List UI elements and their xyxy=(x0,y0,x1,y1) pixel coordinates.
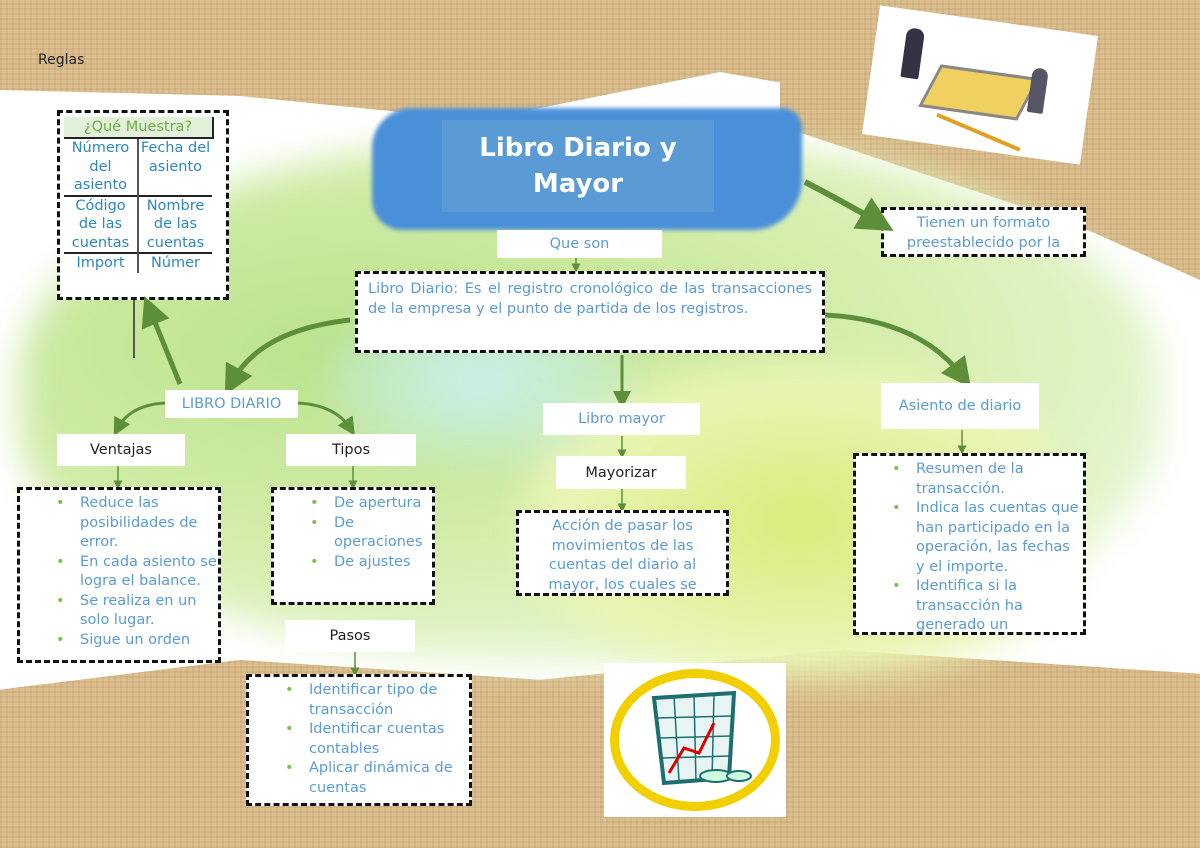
list-item: Identificar cuentas contables xyxy=(249,720,469,759)
pasos-label: Pasos xyxy=(285,620,415,652)
ledger-book-icon xyxy=(918,64,1040,121)
list-item: Resumen de la transacción. xyxy=(856,460,1083,499)
formato-text: Tienen un formato preestablecido por la xyxy=(906,215,1061,251)
arrow-to-tipos xyxy=(297,401,355,436)
asiento-box: Resumen de la transacción.Indica las cue… xyxy=(853,453,1086,635)
tipos-label: Tipos xyxy=(286,434,416,466)
mayorizar-text: Acción de pasar los movimientos de las c… xyxy=(548,518,697,593)
list-item: Aplicar dinámica de cuentas xyxy=(249,759,469,798)
list-item: En cada asiento se logra el balance. xyxy=(20,553,218,592)
table-cell: Númer xyxy=(150,255,201,271)
que-son-label: Que son xyxy=(497,230,662,258)
ventajas-box: Reduce las posibilidades de error.En cad… xyxy=(17,487,221,663)
asiento-label: Asiento de diario xyxy=(881,383,1039,429)
table-header: ¿Qué Muestra? xyxy=(64,117,214,139)
arrow-to-libro-diario xyxy=(224,317,351,396)
tipos-box: De aperturaDe operacionesDe ajustes xyxy=(271,487,435,605)
list-item: Identifica si la transacción ha generado… xyxy=(856,577,1083,632)
header-label: Reglas xyxy=(38,52,85,68)
list-item: Sigue un orden xyxy=(20,631,218,651)
mayorizar-label: Mayorizar xyxy=(556,456,686,489)
list-item: Identificar tipo de transacción xyxy=(249,681,469,720)
definition-box: Libro Diario: Es el registro cronológico… xyxy=(355,271,825,353)
chart-coins-illustration xyxy=(604,663,786,817)
paper-texture-bottom xyxy=(0,650,1200,848)
table-row: Import Númer xyxy=(64,253,212,273)
arrow-to-formato xyxy=(803,179,894,232)
table-divider-line xyxy=(133,300,135,358)
table-cell: Código de las cuentas xyxy=(64,195,139,253)
list-item: De operaciones xyxy=(274,514,432,553)
page-title: Libro Diario y Mayor xyxy=(442,120,714,212)
definition-text: Libro Diario: Es el registro cronológico… xyxy=(368,281,812,317)
arrow-to-asiento xyxy=(824,312,972,388)
list-item: Indica las cuentas que han participado e… xyxy=(856,499,1083,577)
pasos-box: Identificar tipo de transacciónIdentific… xyxy=(246,674,472,806)
arrow-to-ventajas xyxy=(113,401,166,436)
list-item: De apertura xyxy=(274,494,432,514)
formato-box: Tienen un formato preestablecido por la xyxy=(881,207,1086,257)
table-cell: Import xyxy=(64,253,139,273)
person-icon xyxy=(1026,67,1049,114)
table-cell: Número del asiento xyxy=(64,139,139,196)
list-item: Reduce las posibilidades de error. xyxy=(20,494,218,553)
list-item: De ajustes xyxy=(274,553,432,573)
list-item: Se realiza en un solo lugar. xyxy=(20,592,218,631)
yellow-ring xyxy=(610,669,780,811)
person-icon xyxy=(900,27,926,80)
libro-mayor-label: Libro mayor xyxy=(543,403,700,435)
ventajas-label: Ventajas xyxy=(57,434,185,466)
table-cell: Fecha del asiento xyxy=(140,140,211,175)
table-cell: Nombre de las cuentas xyxy=(146,197,205,251)
arrow-to-table xyxy=(141,296,183,385)
growth-chart-icon xyxy=(651,690,752,786)
libro-diario-label: LIBRO DIARIO xyxy=(165,390,298,418)
mayorizar-box: Acción de pasar los movimientos de las c… xyxy=(516,510,729,596)
